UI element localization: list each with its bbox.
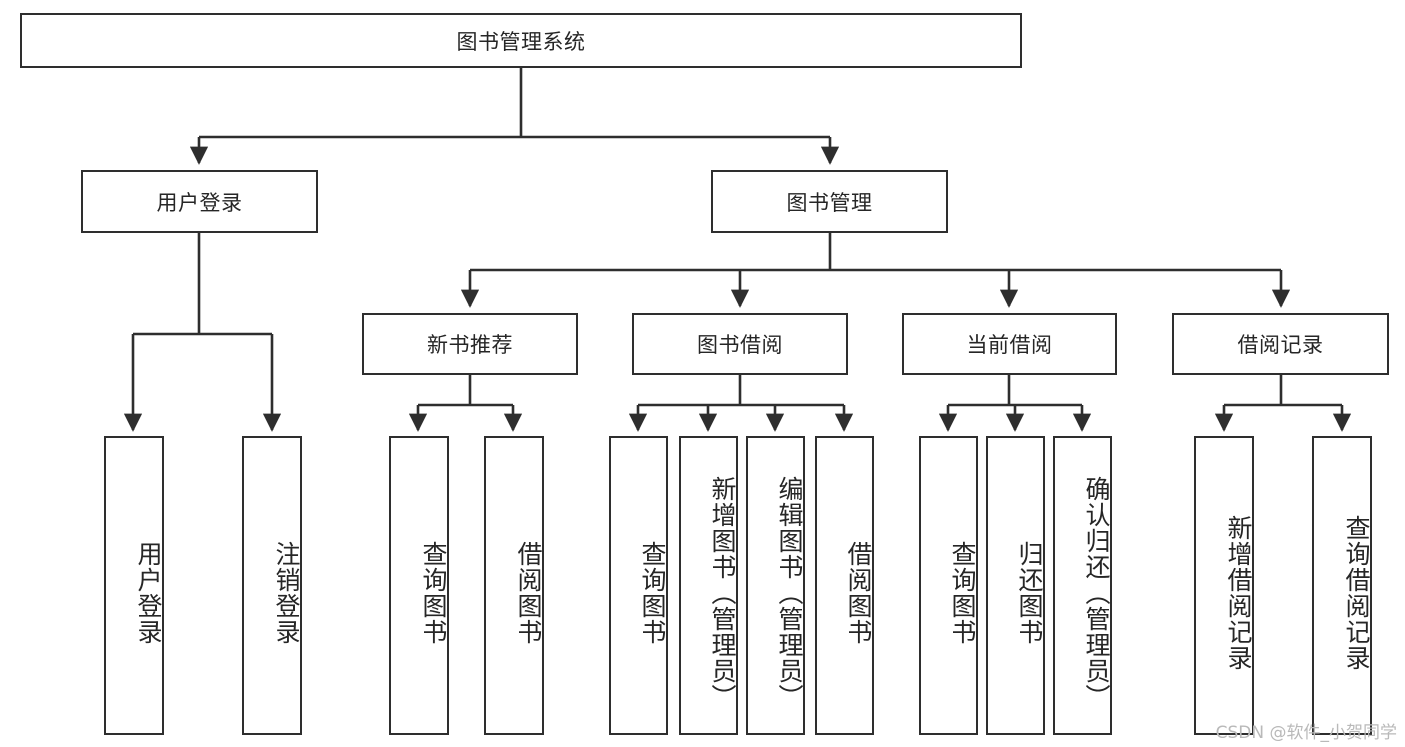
node-leaf-query-book-borrow[interactable]: 查询图书 [609, 436, 668, 735]
node-new-book-recommend[interactable]: 新书推荐 [362, 313, 578, 375]
node-label: 用户登录 [134, 540, 163, 645]
node-label: 借阅图书 [514, 540, 543, 645]
node-label: 归还图书 [1015, 540, 1044, 645]
node-leaf-borrow-book-recommend[interactable]: 借阅图书 [484, 436, 544, 735]
watermark: CSDN @软件_小贺同学 [1215, 723, 1397, 743]
node-leaf-query-book-current[interactable]: 查询图书 [919, 436, 978, 735]
node-user-login[interactable]: 用户登录 [81, 170, 318, 233]
node-book-management[interactable]: 图书管理 [711, 170, 948, 233]
node-label: 图书管理 [786, 190, 873, 215]
node-label: 借阅记录 [1237, 333, 1324, 357]
node-label: 当前借阅 [966, 333, 1053, 357]
node-leaf-query-borrow-record[interactable]: 查询借阅记录 [1312, 436, 1372, 735]
node-leaf-query-book-recommend[interactable]: 查询图书 [389, 436, 449, 735]
node-label: 编辑图书（管理员） [775, 475, 804, 710]
node-label: 注销登录 [272, 540, 301, 645]
node-leaf-logout[interactable]: 注销登录 [242, 436, 302, 735]
node-label: 查询图书 [948, 540, 977, 645]
node-book-borrow[interactable]: 图书借阅 [632, 313, 848, 375]
node-root-system[interactable]: 图书管理系统 [20, 13, 1022, 68]
node-label: 借阅图书 [844, 540, 873, 645]
node-label: 新增图书（管理员） [708, 475, 737, 710]
node-label: 查询图书 [638, 540, 667, 645]
node-label: 图书借阅 [697, 333, 783, 357]
node-leaf-return-book[interactable]: 归还图书 [986, 436, 1045, 735]
node-label: 查询借阅记录 [1342, 514, 1371, 671]
node-current-borrow[interactable]: 当前借阅 [902, 313, 1117, 375]
node-label: 用户登录 [156, 190, 243, 215]
node-leaf-user-login[interactable]: 用户登录 [104, 436, 164, 735]
node-label: 新增借阅记录 [1224, 514, 1253, 671]
node-borrow-record[interactable]: 借阅记录 [1172, 313, 1389, 375]
node-label: 确认归还（管理员） [1082, 475, 1111, 710]
node-leaf-confirm-return-admin[interactable]: 确认归还（管理员） [1053, 436, 1112, 735]
node-label: 新书推荐 [427, 333, 513, 357]
node-leaf-borrow-book[interactable]: 借阅图书 [815, 436, 874, 735]
node-label: 查询图书 [419, 540, 448, 645]
node-leaf-edit-book-admin[interactable]: 编辑图书（管理员） [746, 436, 805, 735]
node-leaf-add-borrow-record[interactable]: 新增借阅记录 [1194, 436, 1254, 735]
node-leaf-add-book-admin[interactable]: 新增图书（管理员） [679, 436, 738, 735]
node-label: 图书管理系统 [456, 29, 586, 54]
